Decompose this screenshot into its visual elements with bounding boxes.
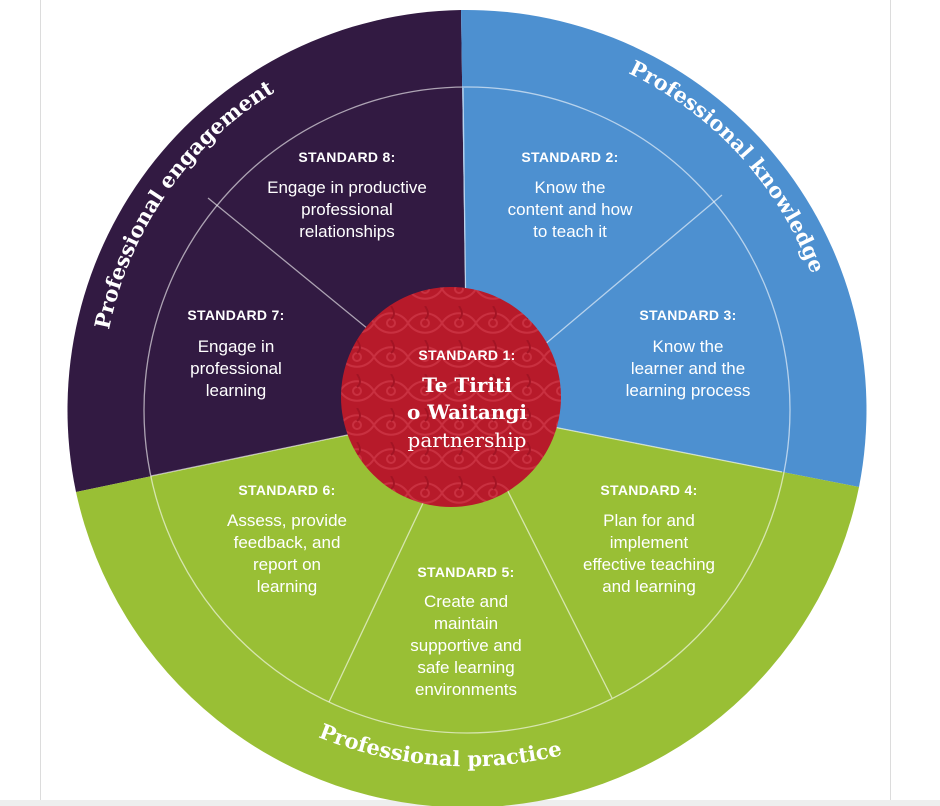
standard-3: STANDARD 3: Know the learner and the lea… xyxy=(626,307,751,400)
standard-2-line-1: Know the xyxy=(535,178,606,197)
standard-3-line-2: learner and the xyxy=(631,359,745,378)
standard-1-center: STANDARD 1: Te Tiriti o Waitangi partner… xyxy=(341,287,561,507)
knowledge-sector xyxy=(461,9,867,488)
standard-8-line-3: relationships xyxy=(299,222,394,241)
standard-3-line-3: learning process xyxy=(626,381,751,400)
standard-5-line-5: environments xyxy=(415,680,517,699)
standard-6-line-1: Assess, provide xyxy=(227,511,347,530)
standard-7-line-2: professional xyxy=(190,359,282,378)
standard-4-number: STANDARD 4: xyxy=(600,482,697,498)
center-title-line-2: o Waitangi xyxy=(407,400,527,424)
standard-4-line-3: effective teaching xyxy=(583,555,715,574)
inner-ring-circle xyxy=(143,86,791,734)
standard-5-line-1: Create and xyxy=(424,592,508,611)
frame-right-border xyxy=(890,0,891,806)
standard-3-line-1: Know the xyxy=(653,337,724,356)
center-subtitle: partnership xyxy=(408,428,527,452)
standard-7-line-3: learning xyxy=(206,381,267,400)
standard-1-number: STANDARD 1: xyxy=(418,347,515,363)
standard-7-number: STANDARD 7: xyxy=(187,307,284,323)
standard-5-number: STANDARD 5: xyxy=(417,564,514,580)
frame-left-border xyxy=(40,0,41,806)
center-title-line-1: Te Tiriti xyxy=(422,373,512,397)
standard-3-number: STANDARD 3: xyxy=(639,307,736,323)
standard-5: STANDARD 5: Create and maintain supporti… xyxy=(410,564,522,699)
standard-7-line-1: Engage in xyxy=(198,337,275,356)
standard-5-line-4: safe learning xyxy=(417,658,514,677)
standard-7: STANDARD 7: Engage in professional learn… xyxy=(187,307,284,400)
standard-2-line-2: content and how xyxy=(508,200,633,219)
standard-4-line-1: Plan for and xyxy=(603,511,695,530)
standard-8-number: STANDARD 8: xyxy=(298,149,395,165)
center-circle xyxy=(341,287,561,507)
standard-5-line-3: supportive and xyxy=(410,636,522,655)
standard-8: STANDARD 8: Engage in productive profess… xyxy=(267,149,427,241)
standard-6: STANDARD 6: Assess, provide feedback, an… xyxy=(227,482,347,596)
standard-6-number: STANDARD 6: xyxy=(238,482,335,498)
standard-6-line-2: feedback, and xyxy=(234,533,341,552)
practice-sector xyxy=(76,410,859,806)
standard-4-line-4: and learning xyxy=(602,577,696,596)
standard-6-line-4: learning xyxy=(257,577,318,596)
standard-2-line-3: to teach it xyxy=(533,222,607,241)
standard-2: STANDARD 2: Know the content and how to … xyxy=(508,149,633,241)
standard-8-line-2: professional xyxy=(301,200,393,219)
standard-6-line-3: report on xyxy=(253,555,321,574)
standard-4-line-2: implement xyxy=(610,533,689,552)
standard-8-line-1: Engage in productive xyxy=(267,178,427,197)
standard-4: STANDARD 4: Plan for and implement effec… xyxy=(583,482,715,596)
standard-2-number: STANDARD 2: xyxy=(521,149,618,165)
standard-5-line-2: maintain xyxy=(434,614,498,633)
